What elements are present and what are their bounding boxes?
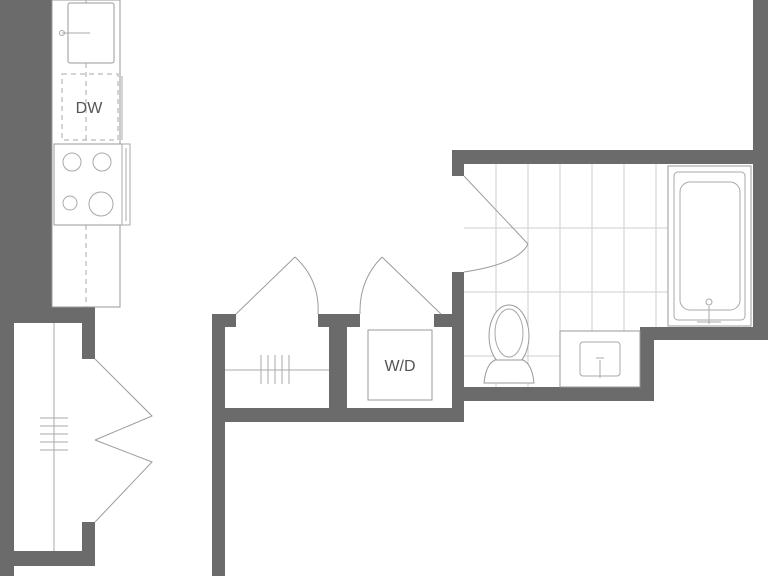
partition	[329, 314, 347, 422]
laundry-left-wall	[212, 314, 225, 576]
middle-closet-door-left	[235, 256, 296, 315]
burner-top-left-icon	[62, 152, 82, 172]
closet2-top-left-stub	[212, 314, 236, 327]
bathroom-door-leaf	[463, 175, 529, 245]
laundry-door-swing	[359, 256, 383, 315]
closet-bottom-return	[82, 522, 95, 566]
burner-bottom-right-icon	[88, 191, 114, 217]
washer-dryer-label: W/D	[384, 358, 415, 375]
middle-closet-door-swing	[294, 256, 319, 315]
laundry-top-right-stub	[434, 314, 464, 327]
closet-top-return	[82, 307, 95, 359]
middle-closet	[225, 256, 329, 384]
sink	[59, 2, 115, 64]
toilet-tank	[483, 359, 535, 384]
bathroom	[463, 164, 752, 388]
toilet-seat	[494, 308, 524, 358]
closet-top-wall	[0, 307, 95, 323]
closet-bifold-door-bottom	[94, 439, 153, 523]
hanger-rod-icon	[40, 417, 68, 451]
closet-bottom-wall	[0, 551, 95, 566]
bathroom-door-swing	[463, 243, 529, 273]
left-closet	[40, 323, 153, 551]
range	[53, 143, 131, 226]
laundry-closet: W/D	[359, 256, 442, 401]
bathroom-right-wall	[753, 150, 768, 340]
bathroom-left-wall	[452, 272, 464, 421]
range-body	[53, 143, 123, 226]
laundry-door-leaf	[381, 256, 442, 315]
washer-dryer	[367, 329, 433, 401]
bathtub	[667, 165, 752, 327]
bathroom-step-vertical	[640, 327, 654, 401]
dishwasher-label: DW	[76, 100, 104, 117]
bathroom-top-left-stub	[452, 150, 464, 176]
burner-bottom-left-icon	[62, 195, 78, 211]
closet-bifold-door-top	[94, 358, 153, 441]
vanity-counter	[559, 330, 641, 388]
bathroom-step-wall	[640, 327, 768, 340]
burner-top-right-icon	[92, 152, 112, 172]
bathtub-basin	[679, 181, 741, 311]
tub-drain-icon	[705, 298, 713, 306]
dishwasher-outline	[61, 73, 119, 141]
toilet	[483, 304, 535, 384]
middle-closet-hanger-icon	[260, 355, 290, 384]
right-top-wall	[753, 0, 768, 164]
faucet-knob	[59, 30, 65, 36]
closet-left-wall	[0, 307, 14, 576]
dishwasher: DW	[61, 73, 123, 141]
kitchen: DW	[51, 0, 131, 308]
range-door-handle	[121, 143, 131, 226]
kitchen-left-wall	[0, 0, 52, 323]
vanity	[559, 330, 641, 388]
bathroom-top-wall	[452, 150, 768, 164]
bathroom-bottom-wall	[452, 387, 654, 401]
